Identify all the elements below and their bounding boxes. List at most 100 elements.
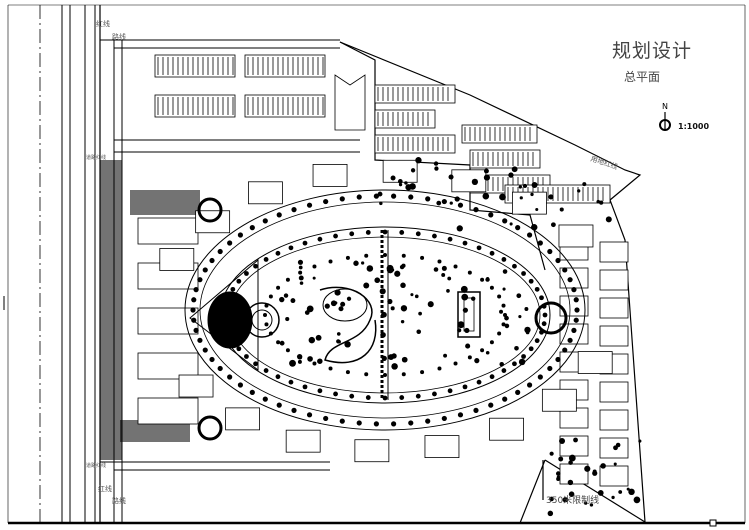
tree — [573, 317, 579, 323]
tree — [404, 181, 408, 185]
building — [451, 169, 487, 193]
tree — [237, 382, 244, 388]
tree — [306, 202, 313, 208]
tree — [471, 296, 476, 301]
tree — [226, 329, 231, 335]
tree — [535, 207, 539, 212]
red-line-top-label: 红线 — [96, 20, 110, 28]
tree — [462, 240, 468, 246]
tree — [415, 157, 422, 164]
tree — [467, 270, 472, 275]
tree — [227, 240, 233, 246]
tree — [288, 245, 294, 251]
tree — [298, 275, 304, 281]
tree — [596, 199, 601, 204]
tree — [414, 294, 419, 299]
tree — [441, 198, 447, 205]
tree — [323, 198, 329, 205]
building — [599, 465, 629, 487]
tree — [420, 255, 425, 260]
tree — [223, 303, 229, 309]
tree — [514, 345, 519, 351]
building — [512, 191, 547, 215]
tree — [377, 191, 383, 197]
tree — [483, 174, 490, 181]
tree — [582, 182, 587, 187]
building — [178, 374, 214, 398]
tree — [548, 194, 554, 200]
tree — [401, 372, 406, 377]
tree — [462, 384, 468, 390]
tree — [336, 332, 341, 336]
tree — [432, 233, 437, 239]
tree — [633, 496, 641, 504]
tree — [353, 260, 359, 266]
tree — [382, 395, 388, 401]
building — [599, 325, 629, 347]
tree — [567, 277, 573, 283]
tree — [379, 288, 386, 295]
tree — [344, 341, 351, 348]
tree — [193, 327, 199, 333]
tree — [456, 225, 463, 232]
tree — [290, 298, 296, 304]
tree — [508, 172, 514, 178]
hatched-area — [120, 420, 190, 442]
tree — [483, 168, 489, 174]
tree — [308, 336, 316, 344]
tree — [379, 201, 383, 206]
building — [424, 435, 460, 459]
tree — [364, 372, 369, 377]
tree — [418, 311, 422, 316]
tree — [521, 271, 526, 276]
tree — [381, 311, 387, 318]
tree — [522, 183, 528, 189]
tree — [597, 490, 604, 496]
tree — [504, 323, 510, 329]
tree — [193, 287, 199, 293]
north-arrow-symbol — [659, 112, 671, 131]
tree — [441, 273, 446, 277]
tree — [209, 257, 215, 264]
tree — [268, 294, 273, 299]
tree — [518, 185, 523, 189]
tree — [253, 263, 258, 269]
tree — [562, 267, 568, 273]
building — [469, 149, 541, 169]
building — [154, 94, 236, 118]
tree — [333, 391, 338, 397]
tree — [512, 263, 517, 269]
tree — [476, 379, 482, 385]
tree — [390, 306, 395, 311]
building-blocks — [137, 54, 629, 487]
tree — [599, 200, 604, 205]
hatched-area — [100, 160, 122, 460]
tree — [197, 337, 203, 343]
tree — [399, 264, 405, 270]
tree — [460, 285, 468, 293]
road-red-line-lower-label: 道路红线 — [86, 463, 107, 469]
tree — [299, 281, 304, 285]
tree — [253, 361, 258, 367]
tree — [383, 373, 387, 377]
tree — [399, 230, 405, 235]
tree — [365, 230, 371, 235]
tree — [600, 463, 606, 469]
tree — [592, 470, 598, 476]
tree — [511, 166, 518, 173]
tree — [364, 253, 369, 258]
road-red-line-upper-label: 道路红线 — [86, 155, 107, 161]
tree — [397, 179, 403, 184]
tree — [191, 317, 197, 323]
tree — [525, 330, 530, 335]
tree — [485, 350, 490, 355]
tree — [550, 222, 556, 228]
tree — [304, 310, 310, 315]
tree — [276, 340, 281, 345]
tree — [236, 278, 242, 284]
tree — [605, 216, 612, 223]
tree — [434, 166, 439, 171]
tree — [249, 389, 255, 395]
tree — [628, 488, 635, 496]
